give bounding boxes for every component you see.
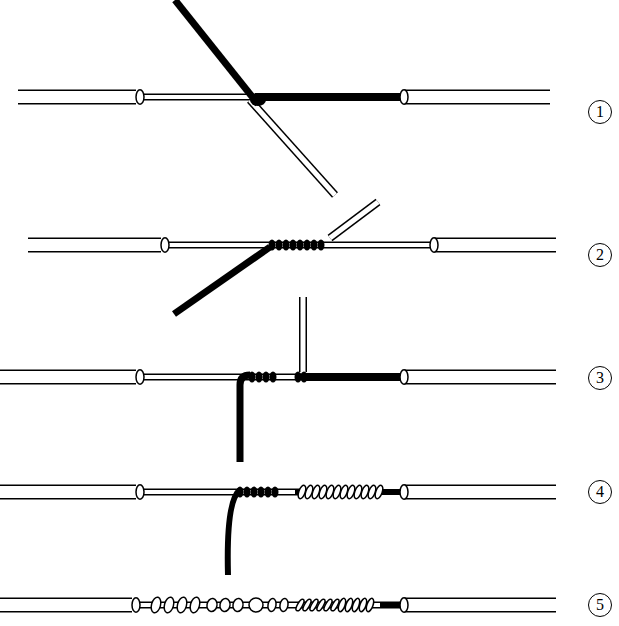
wire-coil bbox=[265, 487, 272, 498]
stripped-conductor bbox=[140, 97, 260, 98]
wire-insulation bbox=[400, 90, 552, 104]
callout-circle: 1 bbox=[588, 100, 612, 124]
black-conductor bbox=[380, 602, 402, 608]
wire-coil bbox=[176, 596, 189, 614]
callout-circle: 5 bbox=[588, 593, 612, 617]
callout-number: 5 bbox=[596, 597, 604, 613]
wire-coil bbox=[311, 240, 318, 251]
wire-coil bbox=[374, 484, 385, 499]
wire-insulation bbox=[400, 370, 558, 384]
wire-insulation bbox=[0, 485, 144, 499]
wire-insulation bbox=[430, 238, 558, 252]
wire-coil bbox=[244, 487, 251, 498]
wire-insulation bbox=[26, 238, 169, 252]
wire-coil bbox=[150, 596, 163, 614]
wire-coil bbox=[219, 598, 231, 613]
wire-coil bbox=[269, 240, 276, 251]
wire-coil bbox=[318, 240, 325, 251]
callout-circle: 4 bbox=[588, 480, 612, 504]
wire-coil bbox=[290, 240, 297, 251]
branch-conductor bbox=[330, 202, 378, 238]
black-conductor bbox=[255, 93, 402, 101]
black-conductor bbox=[174, 247, 270, 314]
callout-number: 4 bbox=[596, 484, 604, 500]
wire-insulation bbox=[0, 598, 140, 612]
callout-circle: 3 bbox=[588, 366, 612, 390]
wire-coil bbox=[295, 372, 302, 383]
wire-coil bbox=[263, 372, 270, 383]
callout-number: 1 bbox=[596, 104, 604, 120]
wire-coil bbox=[365, 597, 375, 612]
wire-coil bbox=[272, 487, 279, 498]
callout-circle: 2 bbox=[588, 243, 612, 267]
wire-coil bbox=[256, 372, 263, 383]
callout-number: 2 bbox=[596, 247, 604, 263]
wire-insulation bbox=[400, 485, 558, 499]
callout-number: 3 bbox=[596, 370, 604, 386]
black-conductor bbox=[228, 490, 240, 575]
wire-coil bbox=[249, 372, 256, 383]
wire-coil bbox=[304, 240, 311, 251]
wire-coil bbox=[163, 596, 176, 614]
wire-coil bbox=[189, 596, 202, 614]
wire-coil bbox=[206, 598, 218, 613]
wire-coil bbox=[270, 372, 277, 383]
wire-coil bbox=[258, 487, 265, 498]
wire-insulation bbox=[400, 598, 558, 612]
wire-coil bbox=[276, 240, 283, 251]
black-conductor bbox=[240, 375, 250, 462]
wire-coil bbox=[267, 598, 277, 612]
wire-insulation bbox=[0, 370, 144, 384]
branch-conductor bbox=[250, 100, 335, 195]
wire-coil bbox=[279, 598, 289, 612]
stripped-conductor bbox=[140, 377, 305, 378]
wire-coil bbox=[301, 372, 308, 383]
black-conductor bbox=[302, 373, 402, 381]
wire-coil bbox=[251, 487, 258, 498]
wire-coil bbox=[297, 240, 304, 251]
black-conductor bbox=[175, 0, 258, 104]
wire-coil bbox=[283, 240, 290, 251]
wire-coil bbox=[232, 598, 244, 613]
wire-insulation bbox=[16, 90, 144, 104]
branch-conductor bbox=[303, 297, 304, 372]
